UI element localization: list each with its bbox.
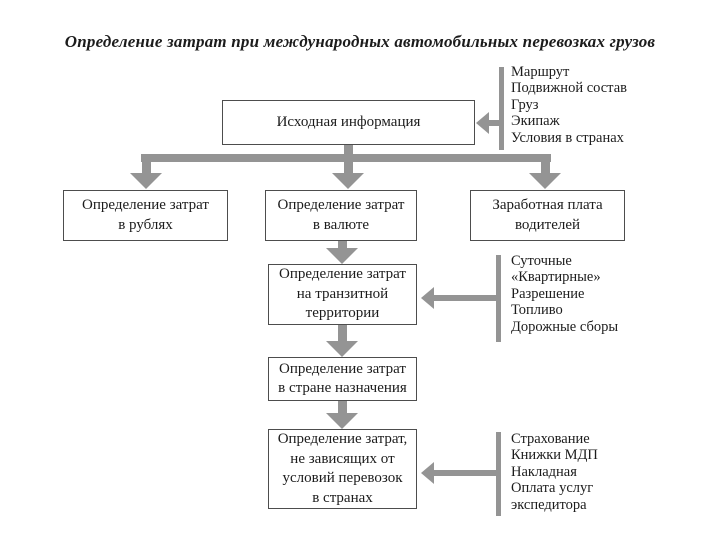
arrow-down-icon xyxy=(326,341,358,357)
arrow-left-icon xyxy=(421,287,434,309)
arrow-down-icon xyxy=(326,413,358,429)
list-item: Оплата услуг экспедитора xyxy=(511,480,594,513)
connector-transit-stem xyxy=(434,295,496,301)
side-list-inputs: Маршрут Подвижной состав Груз Экипаж Усл… xyxy=(511,64,661,146)
connector-left-stem xyxy=(142,162,151,173)
box-driver-wages: Заработная плата водителей xyxy=(470,190,625,241)
list-item: Накладная xyxy=(511,463,577,480)
connector-transit-destination xyxy=(338,325,347,341)
list-item: Книжки МДП xyxy=(511,447,598,464)
box-costs-transit: Определение затрат на транзитной террито… xyxy=(268,264,417,325)
list-item: Дорожные сборы xyxy=(511,318,619,335)
list-item: Экипаж xyxy=(511,113,560,130)
box-costs-rubles: Определение затрат в рублях xyxy=(63,190,228,241)
list-item: Подвижной состав xyxy=(511,80,627,97)
page-title: Определение затрат при международных авт… xyxy=(64,32,656,51)
side-list-transit: Суточные «Квартирные» Разрешение Топливо… xyxy=(511,253,661,335)
list-item: Топливо xyxy=(511,302,563,319)
arrow-left-icon xyxy=(421,462,434,484)
bracket-line-transit xyxy=(496,255,501,342)
side-list-independent: Страхование Книжки МДП Накладная Оплата … xyxy=(511,431,616,513)
arrow-left-icon xyxy=(476,112,489,134)
arrow-down-icon xyxy=(326,248,358,264)
connector-currency-transit xyxy=(338,241,347,248)
bracket-line-independent xyxy=(496,432,501,516)
list-item: «Квартирные» xyxy=(511,269,601,286)
box-costs-destination: Определение затрат в стране назначения xyxy=(268,357,417,401)
list-item: Страхование xyxy=(511,431,590,447)
list-item: Разрешение xyxy=(511,285,585,302)
connector-destination-independent xyxy=(338,401,347,413)
connector-middle-stem xyxy=(344,162,353,173)
branch-line xyxy=(141,154,551,162)
arrow-down-icon xyxy=(529,173,561,189)
list-item: Условия в странах xyxy=(511,129,624,146)
connector-inputs-stem xyxy=(489,120,499,126)
connector-independent-stem xyxy=(434,470,496,476)
box-costs-independent: Определение затрат, не зависящих от усло… xyxy=(268,429,417,509)
box-costs-currency: Определение затрат в валюте xyxy=(265,190,417,241)
bracket-line-inputs xyxy=(499,67,504,150)
connector-source-down xyxy=(344,145,353,158)
arrow-down-icon xyxy=(130,173,162,189)
list-item: Маршрут xyxy=(511,64,570,80)
connector-right-stem xyxy=(541,162,550,173)
arrow-down-icon xyxy=(332,173,364,189)
box-source-info: Исходная информация xyxy=(222,100,475,145)
list-item: Суточные xyxy=(511,253,572,269)
list-item: Груз xyxy=(511,96,539,113)
